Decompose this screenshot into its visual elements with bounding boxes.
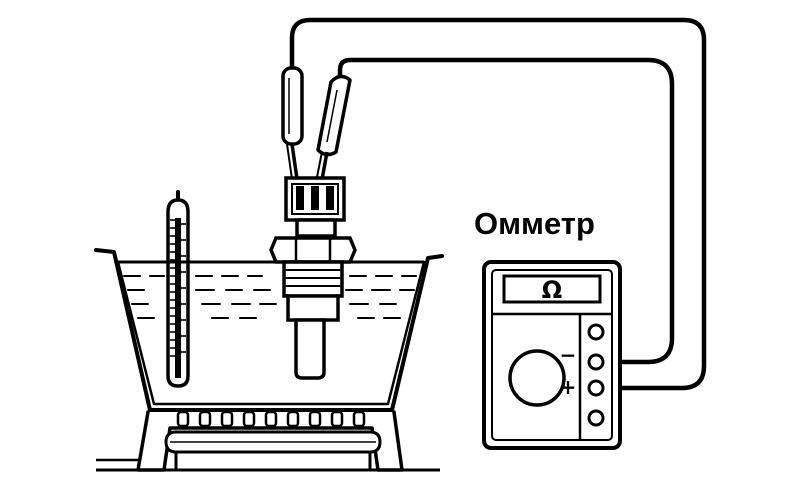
water-container <box>94 248 444 412</box>
plus-terminal-label: + <box>560 375 577 399</box>
heater <box>96 410 440 472</box>
temperature-sensor <box>269 176 357 380</box>
terminal-4 <box>587 409 605 427</box>
minus-terminal-label: − <box>560 343 577 367</box>
test-leads <box>289 17 707 391</box>
probe-left <box>281 66 304 201</box>
ohmmeter: Омметр Ω − + <box>474 206 622 450</box>
ohmmeter-display <box>502 274 602 304</box>
ohmmeter-title: Омметр <box>474 206 595 241</box>
lead-plus-wire <box>289 17 707 391</box>
thermometer <box>166 190 190 388</box>
ohm-symbol: Ω <box>542 276 562 304</box>
range-selector-knob <box>508 349 566 407</box>
terminal-1 <box>587 323 605 341</box>
ohmmeter-inner-border <box>491 269 613 441</box>
lead-minus-wire <box>337 57 675 365</box>
terminal-plus <box>587 379 605 397</box>
terminal-minus <box>587 353 605 371</box>
